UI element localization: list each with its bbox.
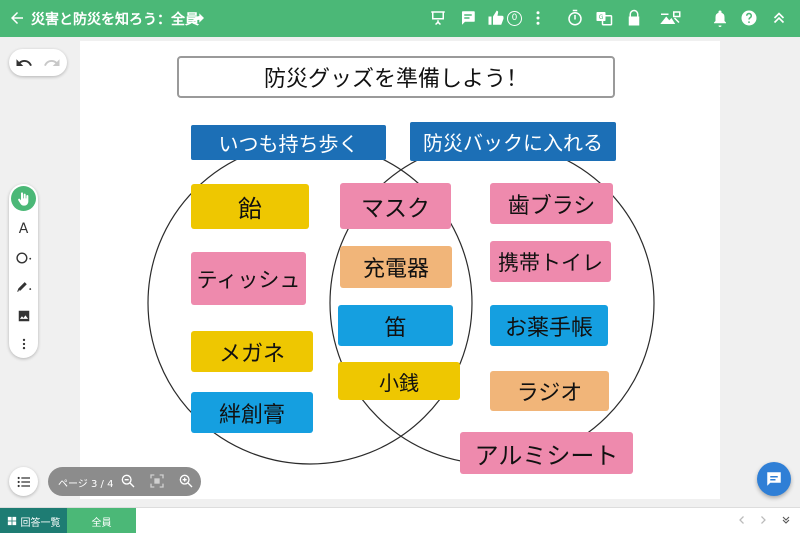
chat-button[interactable]	[757, 462, 791, 496]
thumbs-up-icon[interactable]	[487, 9, 505, 27]
sticky-note[interactable]: アルミシート	[460, 432, 633, 474]
sticky-note[interactable]: お薬手帳	[490, 305, 608, 346]
more-vertical-icon[interactable]	[529, 9, 547, 27]
chevron-right-icon[interactable]	[757, 514, 769, 526]
whiteboard-canvas[interactable]: 防災グッズを準備しよう！ いつも持ち歩く 防災バックに入れる 飴 ティッシュ メ…	[80, 41, 720, 499]
redo-icon[interactable]	[43, 54, 61, 72]
hand-tool-icon[interactable]	[11, 186, 36, 211]
tab-all[interactable]: 全員	[67, 508, 136, 533]
sticky-note[interactable]: 笛	[338, 305, 453, 346]
zoom-in-icon[interactable]	[178, 473, 194, 489]
collapse-up-icon[interactable]	[770, 9, 788, 27]
page-indicator: ページ 3 / 4	[58, 479, 114, 490]
share-arrow-icon[interactable]	[190, 10, 206, 26]
hide-board-icon[interactable]	[657, 9, 683, 27]
comment-icon[interactable]	[459, 9, 477, 27]
shape-tool-icon[interactable]	[11, 245, 36, 270]
like-count: 0	[507, 11, 522, 26]
chevron-left-icon[interactable]	[736, 514, 748, 526]
lock-icon[interactable]	[625, 9, 643, 27]
more-tools-icon[interactable]	[11, 331, 36, 356]
timer-icon[interactable]	[566, 9, 584, 27]
page-title: 災害と防災を知ろう：全員	[31, 12, 199, 28]
sticky-note[interactable]: マスク	[340, 183, 451, 229]
page-navigator: ページ 3 / 4	[48, 467, 201, 496]
bottom-bar: 回答一覧 全員	[0, 507, 800, 533]
pen-tool-icon[interactable]	[11, 274, 36, 299]
answers-list-button[interactable]: 回答一覧	[0, 508, 67, 533]
text-tool-icon[interactable]: A	[18, 220, 29, 237]
image-tool-icon[interactable]	[11, 303, 36, 328]
list-icon[interactable]	[9, 467, 38, 496]
help-icon[interactable]	[740, 9, 758, 27]
label-emergency-bag[interactable]: 防災バックに入れる	[410, 122, 616, 161]
grid-icon	[7, 516, 16, 526]
board-title[interactable]: 防災グッズを準備しよう！	[177, 56, 615, 98]
sticky-note[interactable]: 携帯トイレ	[490, 241, 611, 282]
fit-screen-icon[interactable]	[149, 473, 165, 489]
sticky-note[interactable]: 歯ブラシ	[490, 183, 613, 224]
bell-icon[interactable]	[711, 9, 729, 27]
collapse-down-icon[interactable]	[780, 514, 792, 526]
sticky-note[interactable]: 小銭	[338, 362, 460, 400]
sticky-note[interactable]: 絆創膏	[191, 392, 313, 433]
sticky-note[interactable]: メガネ	[191, 331, 313, 372]
chat-icon	[767, 472, 781, 486]
tool-palette: A	[9, 184, 38, 358]
translate-icon[interactable]: G	[595, 9, 613, 27]
label-always-carry[interactable]: いつも持ち歩く	[191, 125, 386, 160]
svg-text:G: G	[599, 14, 604, 21]
zoom-out-icon[interactable]	[120, 473, 136, 489]
undo-redo-bar	[9, 49, 67, 76]
answers-list-label: 回答一覧	[20, 517, 61, 529]
sticky-note[interactable]: ティッシュ	[191, 252, 306, 305]
sticky-note[interactable]: 飴	[191, 184, 309, 229]
presentation-icon[interactable]	[429, 9, 447, 27]
sticky-note[interactable]: 充電器	[340, 246, 452, 288]
back-arrow-icon[interactable]	[8, 9, 26, 27]
sticky-note[interactable]: ラジオ	[490, 371, 609, 411]
undo-icon[interactable]	[15, 54, 33, 72]
top-bar: 災害と防災を知ろう：全員 0 G	[0, 0, 800, 37]
